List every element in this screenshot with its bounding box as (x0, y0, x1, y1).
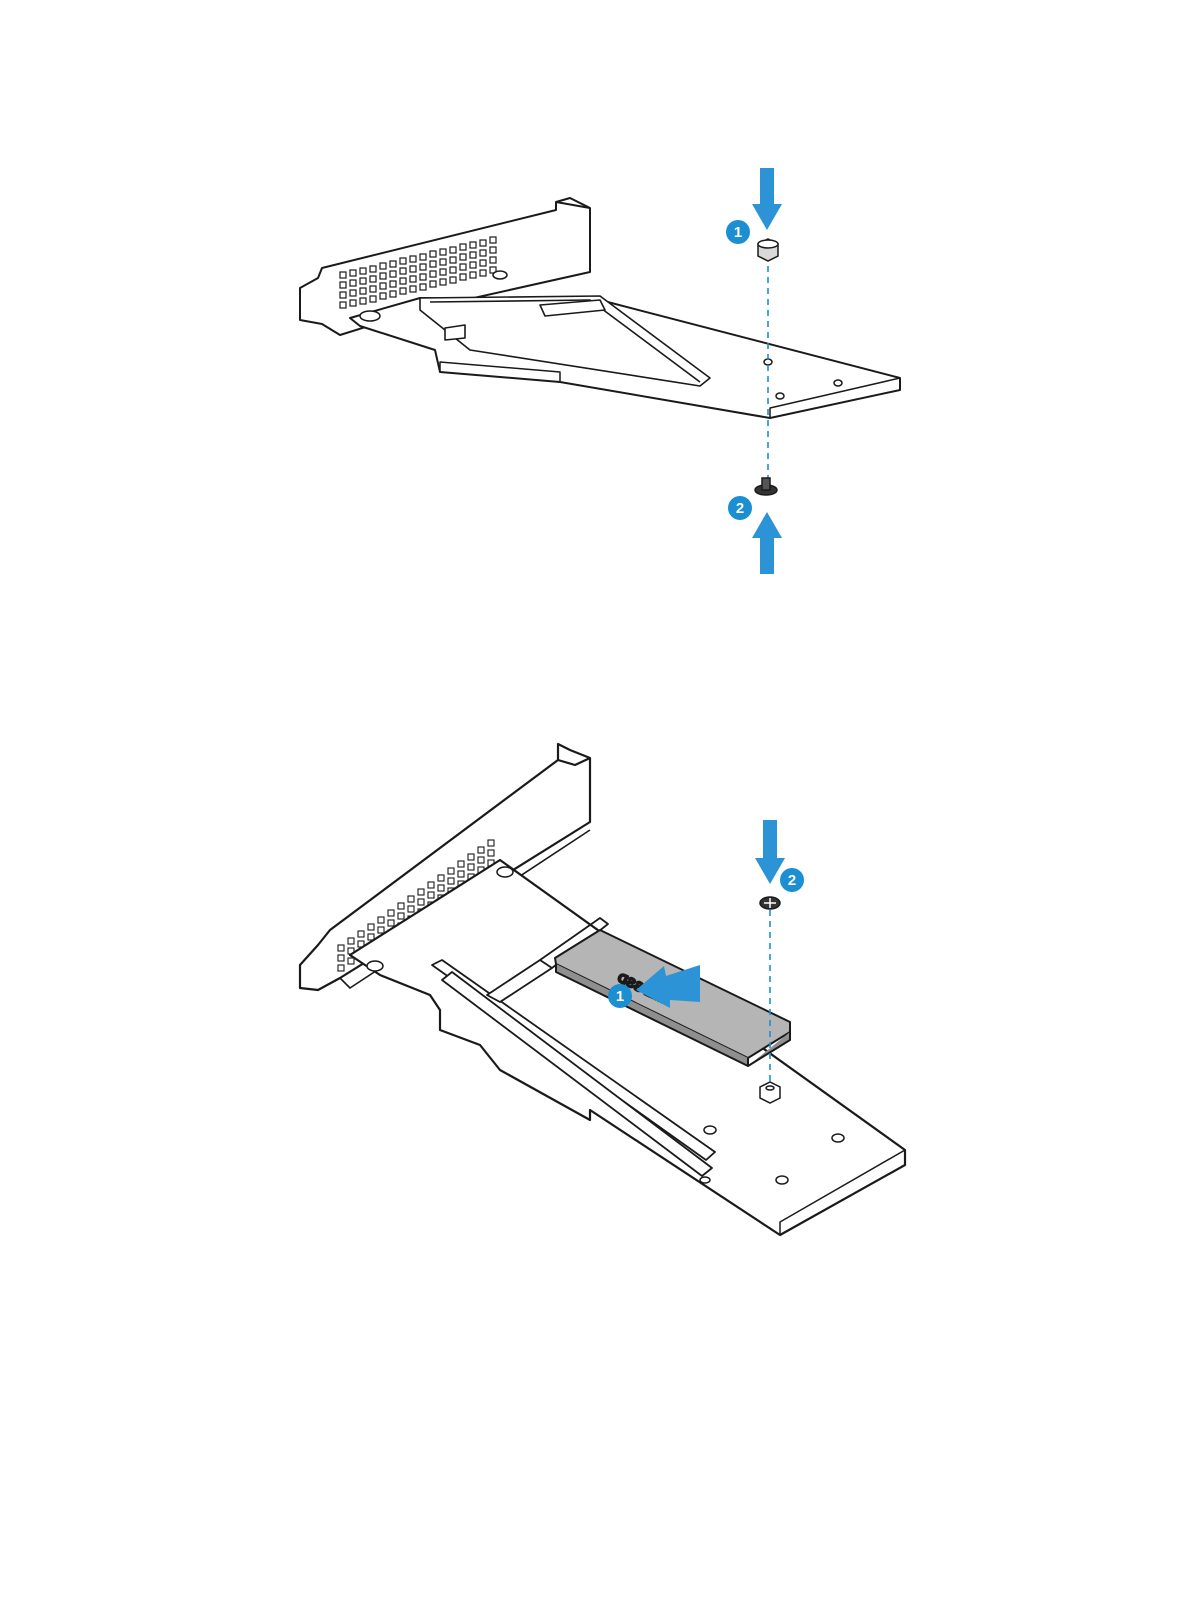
arrow-down-icon (755, 820, 785, 884)
arrow-down-icon (752, 168, 782, 230)
step-1-number: 1 (616, 988, 624, 1005)
figure-install-m2-ssd: M.2 SSD 1 2 (0, 740, 1190, 1260)
standoff-nut-icon (760, 1082, 780, 1103)
step-2-number: 2 (788, 872, 796, 889)
figure-install-standoff: 1 2 (0, 150, 1190, 590)
figure-2-svg: M.2 SSD 1 2 (0, 740, 1190, 1260)
step-2-callout: 2 (780, 868, 804, 892)
standoff-nut-icon (758, 239, 778, 261)
step-1-callout: 1 (608, 984, 632, 1008)
mounting-screw-icon (760, 897, 780, 909)
standoff-screw-icon (755, 478, 777, 495)
riser-board (350, 860, 905, 1235)
step-1-number: 1 (734, 224, 742, 241)
step-2-callout: 2 (728, 496, 752, 520)
figure-1-svg: 1 2 (0, 150, 1190, 590)
step-2-number: 2 (736, 500, 744, 517)
arrow-up-icon (752, 512, 782, 574)
step-1-callout: 1 (726, 220, 750, 244)
